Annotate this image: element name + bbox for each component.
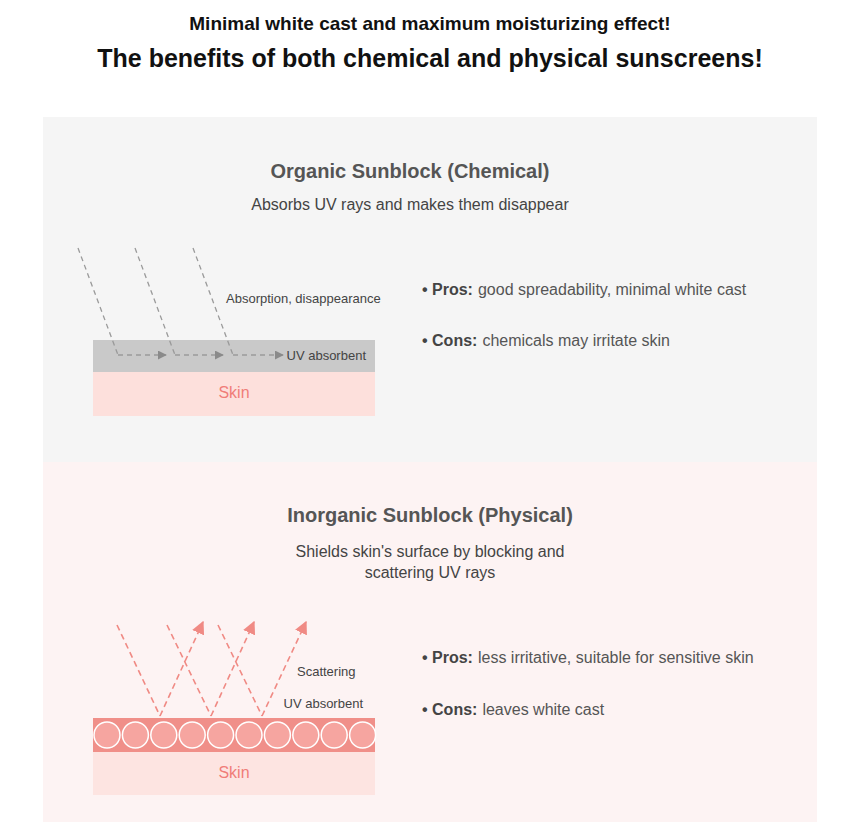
skin-label: Skin [93, 384, 375, 402]
pros-cons-line: • Pros: good spreadability, minimal white… [422, 281, 746, 299]
pros-cons-line: • Cons: leaves white cast [422, 701, 604, 719]
main-title: The benefits of both chemical and physic… [0, 44, 860, 73]
absorbent-layer [93, 340, 375, 372]
uv-rays-scattered [117, 622, 306, 716]
panel-heading: Inorganic Sunblock (Physical) [43, 504, 817, 527]
particle-band: UV absorbent [93, 718, 375, 752]
skin-layer [93, 372, 375, 416]
physical-panel: Inorganic Sunblock (Physical) Shields ski… [43, 462, 817, 822]
bullet-heading: • Pros: [422, 281, 473, 299]
panel-subtitle: Absorbs UV rays and makes them disappear [43, 196, 777, 214]
bullet-heading: • Cons: [422, 701, 477, 719]
bullet-text: good spreadability, minimal white cast [478, 281, 746, 299]
particle-layer [93, 718, 375, 752]
subtitle-line: Minimal white cast and maximum moisturiz… [0, 13, 860, 35]
bullet-heading: • Pros: [422, 649, 473, 667]
skin-layer [93, 752, 375, 795]
process-label: Absorption, disappearance [226, 291, 381, 306]
skin-band: Skin [93, 372, 375, 416]
skin-label: Skin [93, 764, 375, 782]
panel-subtitle: Shields skin's surface by blocking and s… [280, 541, 580, 583]
panel-heading: Organic Sunblock (Chemical) [43, 160, 777, 183]
absorbent-band: UV absorbent [93, 340, 375, 372]
bullet-text: leaves white cast [482, 701, 604, 719]
process-label: Scattering [297, 664, 356, 679]
bullet-text: less irritative, suitable for sensitive … [478, 649, 754, 667]
layer-label: UV absorbent [287, 348, 367, 363]
bullet-heading: • Cons: [422, 332, 477, 350]
pros-cons-line: • Cons: chemicals may irritate skin [422, 332, 670, 350]
layer-label: UV absorbent [284, 696, 364, 711]
mineral-particles [94, 722, 376, 748]
bullet-text: chemicals may irritate skin [482, 332, 670, 350]
pros-cons-line: • Pros: less irritative, suitable for sen… [422, 649, 754, 667]
skin-band: Skin [93, 752, 375, 795]
